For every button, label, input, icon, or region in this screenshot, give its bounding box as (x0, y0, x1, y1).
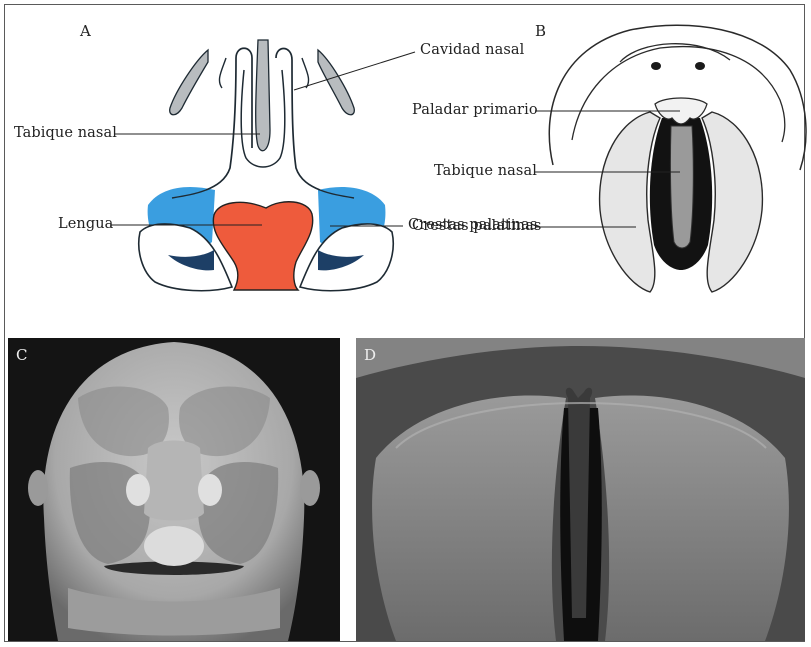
cheek-outline-left (172, 58, 226, 198)
ear-left (28, 470, 48, 506)
panel-d-letter: D (364, 346, 376, 364)
leader-cavidad-nasal (294, 52, 415, 90)
label-cavidad-nasal: Cavidad nasal (420, 42, 524, 58)
nostril-right (695, 62, 705, 70)
nasal-pit-right (198, 474, 222, 506)
panel-a-diagram (0, 0, 811, 320)
panel-d-illustration (356, 338, 805, 641)
nasal-pit-left (126, 474, 150, 506)
label-tabique-nasal-b: Tabique nasal (434, 163, 537, 179)
panel-a-letter: A (80, 22, 91, 40)
label-tabique-nasal-a: Tabique nasal (14, 125, 117, 141)
panel-c-illustration (8, 338, 340, 641)
lateral-wing-right (318, 50, 354, 115)
label-paladar-primario: Paladar primario (412, 102, 538, 118)
panel-b-letter: B (535, 22, 546, 40)
panel-d-photo: D (356, 338, 805, 641)
nasal-septum-b (670, 126, 693, 248)
lateral-wing-left (170, 50, 208, 115)
label-lengua: Lengua (58, 216, 113, 232)
panel-c-photo: C (8, 338, 340, 641)
frontonasal (144, 441, 204, 521)
mandible-bulge (144, 526, 204, 566)
label-crestas-palatinas-b: Crestas palatinas (412, 218, 541, 234)
nostril-left (651, 62, 661, 70)
panel-c-letter: C (16, 346, 27, 364)
ear-right (300, 470, 320, 506)
